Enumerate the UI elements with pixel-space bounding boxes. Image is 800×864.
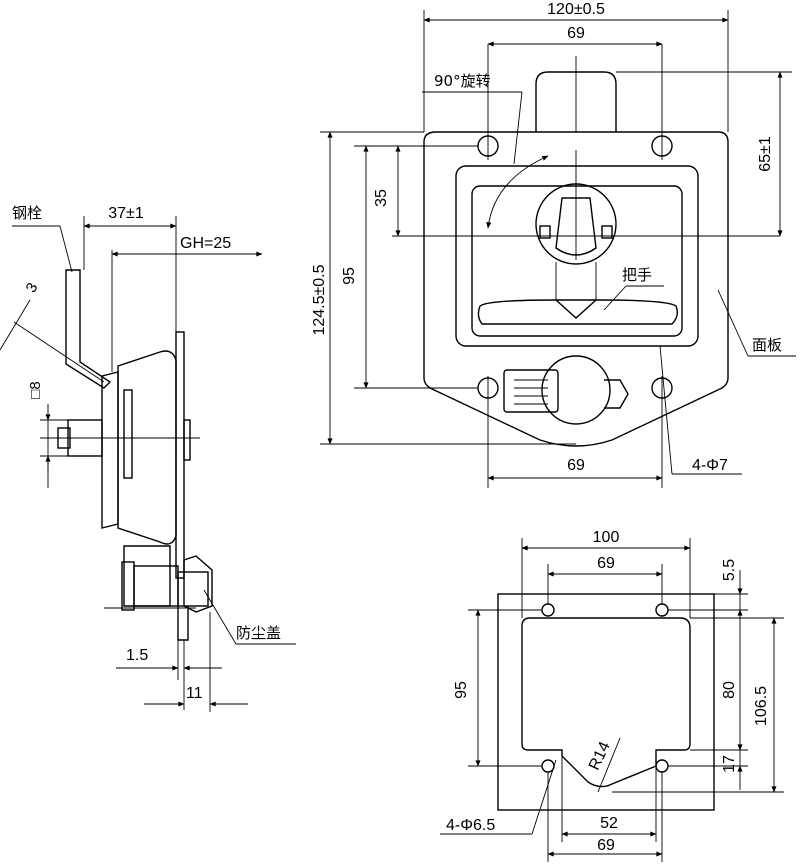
cut-dim-5-5: 5.5 [721,559,738,581]
cut-hole-br [655,759,669,773]
dim-11: 11 [186,685,203,702]
front-view: 90°旋转 120±0.5 69 65±1 35 124.5±0.5 95 69… [311,1,796,488]
dust-cover-side [183,555,213,613]
dim-top-69: 69 [567,25,585,42]
rotate-label: 90°旋转 [434,72,491,90]
cut-dim-106-5: 106.5 [753,686,770,726]
cut-hole-tr [655,603,669,617]
dim-1-5: 1.5 [126,647,148,664]
front-panel-outline [423,131,729,447]
panel-label: 面板 [752,336,782,354]
dim-bottom-69: 69 [567,457,585,474]
handle-bar [477,299,679,325]
steel-bolt [65,269,112,389]
handle-label: 把手 [622,266,652,284]
rotation-arrow [486,155,549,229]
cut-hole-tl [541,603,555,617]
handle-recess-inner [471,185,683,337]
cut-dim-17: 17 [721,755,738,773]
cut-hole-bl [541,759,555,773]
dust-cover-label: 防尘盖 [236,624,281,642]
dim-sq8: □8 [27,381,44,398]
dim-gh25: GH=25 [180,235,231,252]
dim-95: 95 [341,267,358,285]
dim-height-124: 124.5±0.5 [311,264,328,335]
cut-dim-100: 100 [593,529,620,546]
dim-width-120: 120±0.5 [547,1,605,18]
cutout-opening [521,617,691,788]
cutout-plate [497,593,715,811]
side-view: 钢栓 3 37±1 GH=25 □8 [0,204,296,712]
steel-bolt-label: 钢栓 [12,204,42,222]
cut-dim-80: 80 [721,681,738,699]
cylinder-circle [541,355,611,425]
handle-recess-outer [455,165,699,347]
cutout-view: 100 69 5.5 95 80 106.5 17 R14 [440,529,784,862]
dim-35: 35 [373,189,390,207]
dim-37: 37±1 [108,205,144,222]
cut-dim-69: 69 [597,555,615,572]
dim-3: 3 [23,280,42,296]
cut-dim-r14: R14 [586,739,614,773]
cut-dim-69-bottom: 69 [597,837,615,854]
hole-phi7-label: 4-Φ7 [692,457,728,474]
hole-phi65-label: 4-Φ6.5 [446,817,495,834]
dim-height-65: 65±1 [757,136,774,172]
cut-dim-95: 95 [453,681,470,699]
cut-dim-52: 52 [600,815,618,832]
side-body [117,350,177,545]
